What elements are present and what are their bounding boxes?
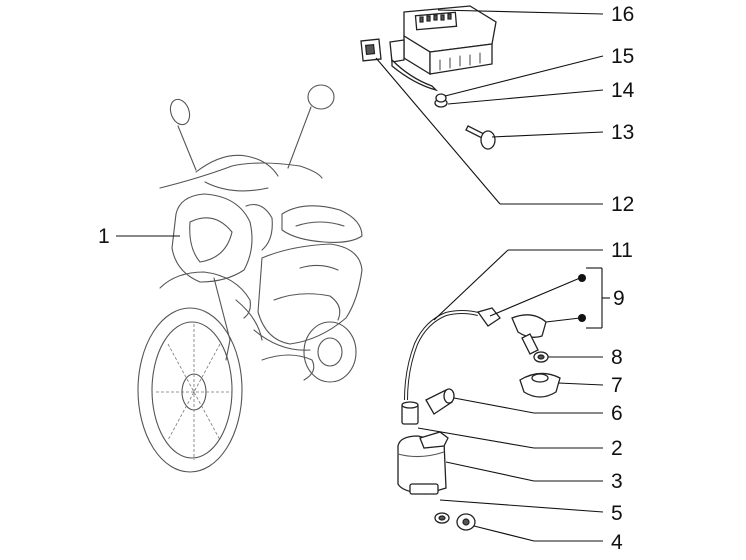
nut-washer-part <box>434 93 448 108</box>
callout-4: 4 <box>611 531 623 554</box>
cap-plate-part <box>519 372 561 398</box>
callout-15: 15 <box>611 45 634 68</box>
callout-labels: 1 2 3 4 5 6 7 8 9 11 12 13 14 15 16 <box>98 3 635 554</box>
callout-16: 16 <box>611 3 634 26</box>
cdi-module-part <box>389 5 497 92</box>
callout-7: 7 <box>611 374 623 397</box>
spark-plug-cap-part <box>476 307 547 355</box>
callout-3: 3 <box>611 470 623 493</box>
washer-part <box>434 512 450 524</box>
small-nut-part <box>533 351 549 363</box>
boot-part <box>425 388 455 415</box>
callout-11: 11 <box>611 239 633 262</box>
ht-cable-part <box>404 310 479 401</box>
bullet-9b <box>578 314 586 322</box>
leader-lines <box>116 9 610 542</box>
scooter-illustration <box>137 84 363 473</box>
terminal-connector-part <box>401 401 419 425</box>
callout-9: 9 <box>613 287 625 310</box>
callout-8: 8 <box>611 346 623 369</box>
grommet-part <box>456 513 476 531</box>
callout-12: 12 <box>611 193 634 216</box>
bullet-9a <box>578 274 586 282</box>
callout-1: 1 <box>98 225 110 248</box>
callout-13: 13 <box>611 121 634 144</box>
callout-14: 14 <box>611 79 635 102</box>
bolt-part <box>465 125 496 150</box>
connector-block-part <box>360 38 382 62</box>
callout-5: 5 <box>611 502 623 525</box>
callout-2: 2 <box>611 437 623 460</box>
ignition-coil-part <box>397 431 449 495</box>
callout-6: 6 <box>611 402 623 425</box>
